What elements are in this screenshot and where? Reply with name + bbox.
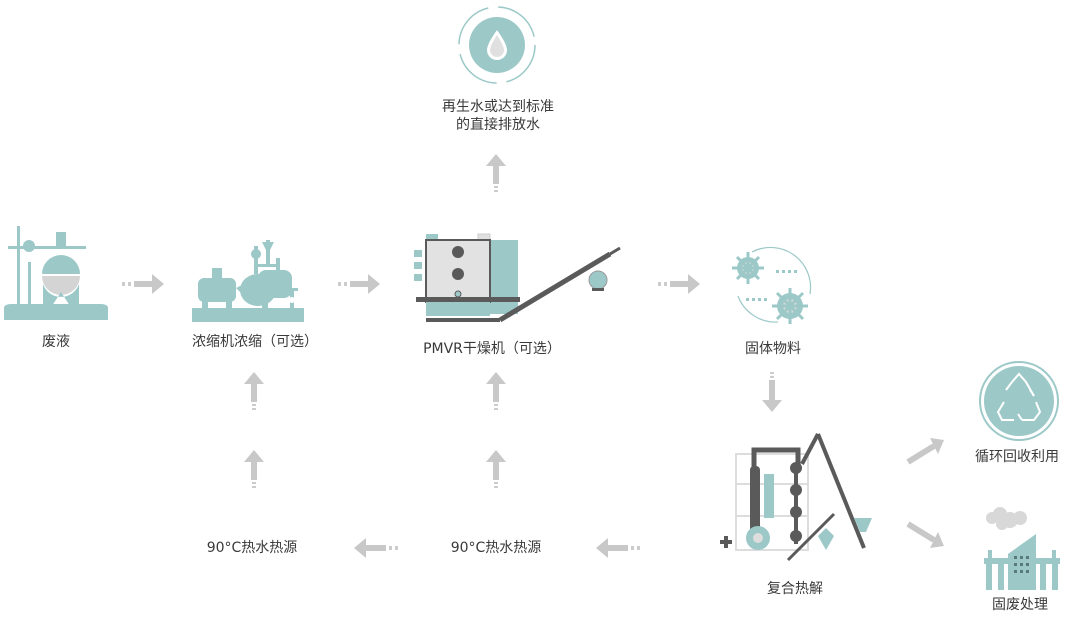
heat-source-label-1: 90°C热水热源: [206, 540, 298, 556]
dryer-machine-icon: [414, 233, 621, 323]
arrow-right-icon: [658, 274, 700, 294]
flask-icon: [4, 226, 108, 320]
factory-icon: [984, 507, 1060, 590]
arrow-left-icon: [354, 538, 398, 558]
recycle-icon: [979, 361, 1059, 441]
arrow-down-icon: [762, 372, 782, 412]
arrow-up-icon: [486, 372, 506, 410]
solids-label: 固体物料: [745, 341, 801, 357]
arrow-up-icon: [486, 154, 506, 192]
arrow-left-icon: [596, 538, 640, 558]
water-output-label-line2: 的直接排放水: [456, 117, 540, 133]
waste-liquid-label: 废液: [42, 334, 70, 350]
arrow-up-icon: [244, 450, 264, 488]
arrow-down-right-icon: [906, 521, 944, 548]
arrow-up-right-icon: [906, 438, 944, 465]
recycle-label: 循环回收利用: [975, 449, 1059, 465]
solid-waste-label: 固废处理: [992, 597, 1048, 613]
concentrator-machine-icon: [192, 240, 304, 322]
heat-source-label-2: 90°C热水热源: [450, 540, 542, 556]
pyrolysis-label: 复合热解: [767, 581, 823, 597]
water-output-label-line1: 再生水或达到标准: [442, 99, 554, 115]
arrow-right-icon: [122, 274, 164, 294]
arrow-right-icon: [338, 274, 380, 294]
dryer-label: PMVR干燥机（可选）: [423, 341, 561, 357]
pyrolysis-equipment-icon: [720, 433, 872, 562]
arrow-up-icon: [244, 372, 264, 410]
arrow-up-icon: [486, 450, 506, 488]
water-drop-cycle-icon: [458, 6, 536, 84]
concentrator-label: 浓缩机浓缩（可选）: [192, 334, 318, 350]
gears-icon: [732, 246, 812, 324]
